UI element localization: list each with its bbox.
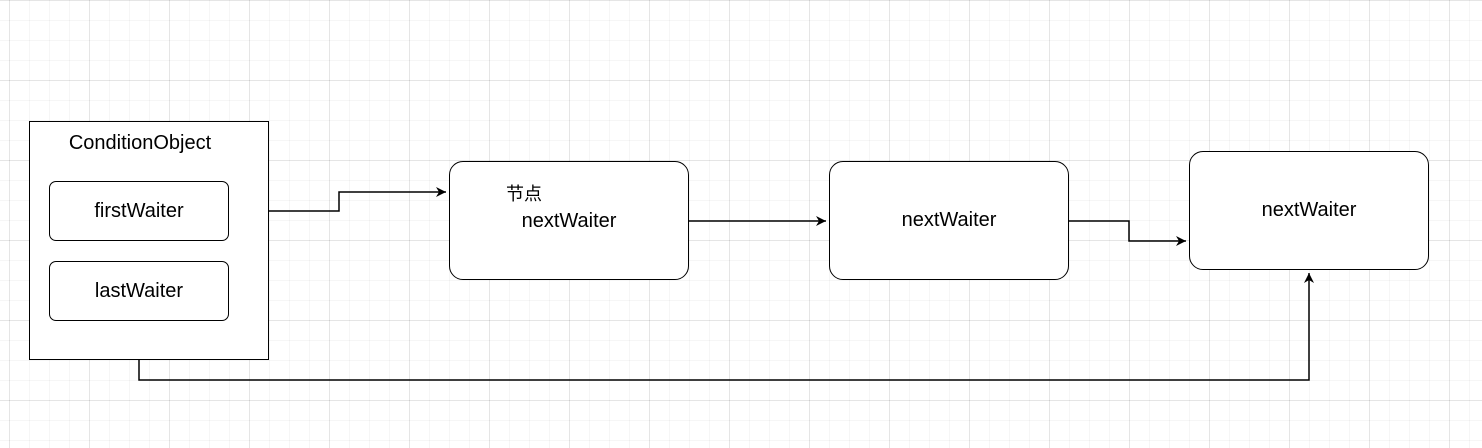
node-1-tag: 节点 xyxy=(506,184,542,204)
edge-first-to-node-1 xyxy=(229,187,446,212)
edge-node-2-to-node-3 xyxy=(1069,220,1186,246)
condition-object-title: ConditionObject xyxy=(68,132,212,154)
last-waiter-box[interactable]: lastWaiter xyxy=(49,261,229,321)
node-3-box[interactable]: nextWaiter xyxy=(1189,151,1429,270)
edge-last-to-node-3 xyxy=(138,273,1314,381)
first-waiter-label: firstWaiter xyxy=(94,199,184,222)
node-1-label: nextWaiter xyxy=(521,210,617,232)
first-waiter-box[interactable]: firstWaiter xyxy=(49,181,229,241)
node-3-label: nextWaiter xyxy=(1261,199,1357,221)
last-waiter-label: lastWaiter xyxy=(94,279,184,302)
node-2-label: nextWaiter xyxy=(901,209,997,231)
node-2-box[interactable]: nextWaiter xyxy=(829,161,1069,280)
node-1-box[interactable]: nextWaiter xyxy=(449,161,689,280)
